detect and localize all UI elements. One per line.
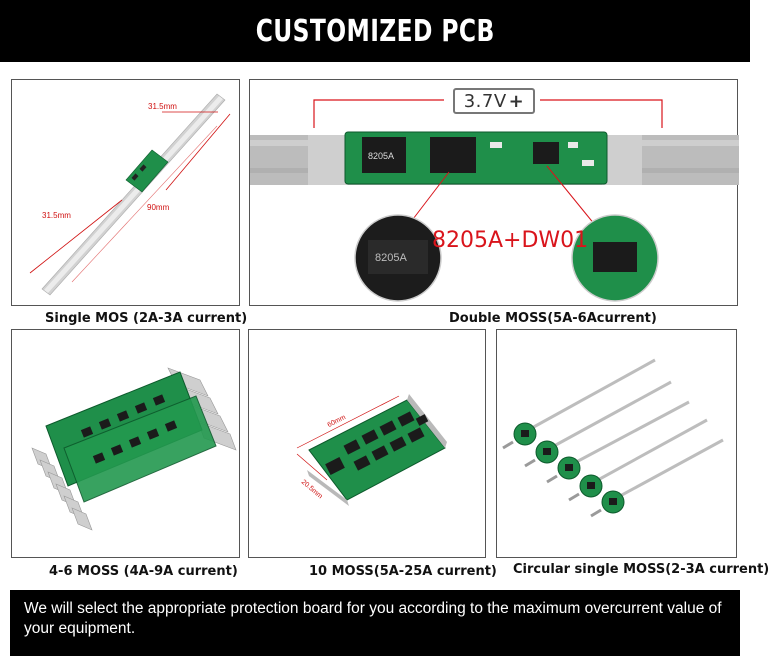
panel-circular-moss [496, 329, 737, 558]
page-header: CUSTOMIZED PCB [0, 0, 750, 62]
chip-marking-zoom: 8205A [375, 252, 407, 264]
caption-four-six-moss: 4-6 MOSS (4A-9A current) [49, 564, 238, 579]
page-title: CUSTOMIZED PCB [255, 13, 495, 49]
battery-voltage-value: 3.7V [463, 90, 507, 112]
panel-four-six-moss [11, 329, 240, 558]
panel-ten-moss: 60mm 20.5mm [248, 329, 486, 558]
four-six-moss-pcb-image [31, 367, 237, 531]
ten-moss-pcb-image [296, 394, 447, 506]
dim-top-label: 31.5mm [148, 102, 177, 111]
caption-circular-moss: Circular single MOSS(2-3A current) [513, 562, 769, 577]
footer-text: We will select the appropriate protectio… [24, 600, 722, 637]
caption-ten-moss: 10 MOSS(5A-25A current) [309, 564, 497, 579]
caption-single-mos: Single MOS (2A-3A current) [45, 311, 248, 326]
battery-voltage-label: 3.7V + [453, 88, 535, 114]
battery-plus-icon: + [508, 90, 525, 112]
chip-marking-text: 8205A [368, 151, 395, 161]
panel-single-mos: 31.5mm 31.5mm 90mm [11, 79, 240, 306]
dim-total-label: 90mm [147, 203, 170, 212]
double-moss-pcb-image [250, 99, 739, 302]
caption-double-moss: Double MOSS(5A-6Acurrent) [449, 311, 657, 326]
single-mos-pcb-image [29, 93, 231, 296]
dim-left-label: 31.5mm [42, 211, 71, 220]
footer-banner: We will select the appropriate protectio… [10, 590, 740, 656]
circular-moss-pcb-image [502, 358, 724, 518]
chip-label: 8205A+DW01 [432, 228, 589, 253]
panel-double-moss: 8205A 8205A [249, 79, 739, 306]
